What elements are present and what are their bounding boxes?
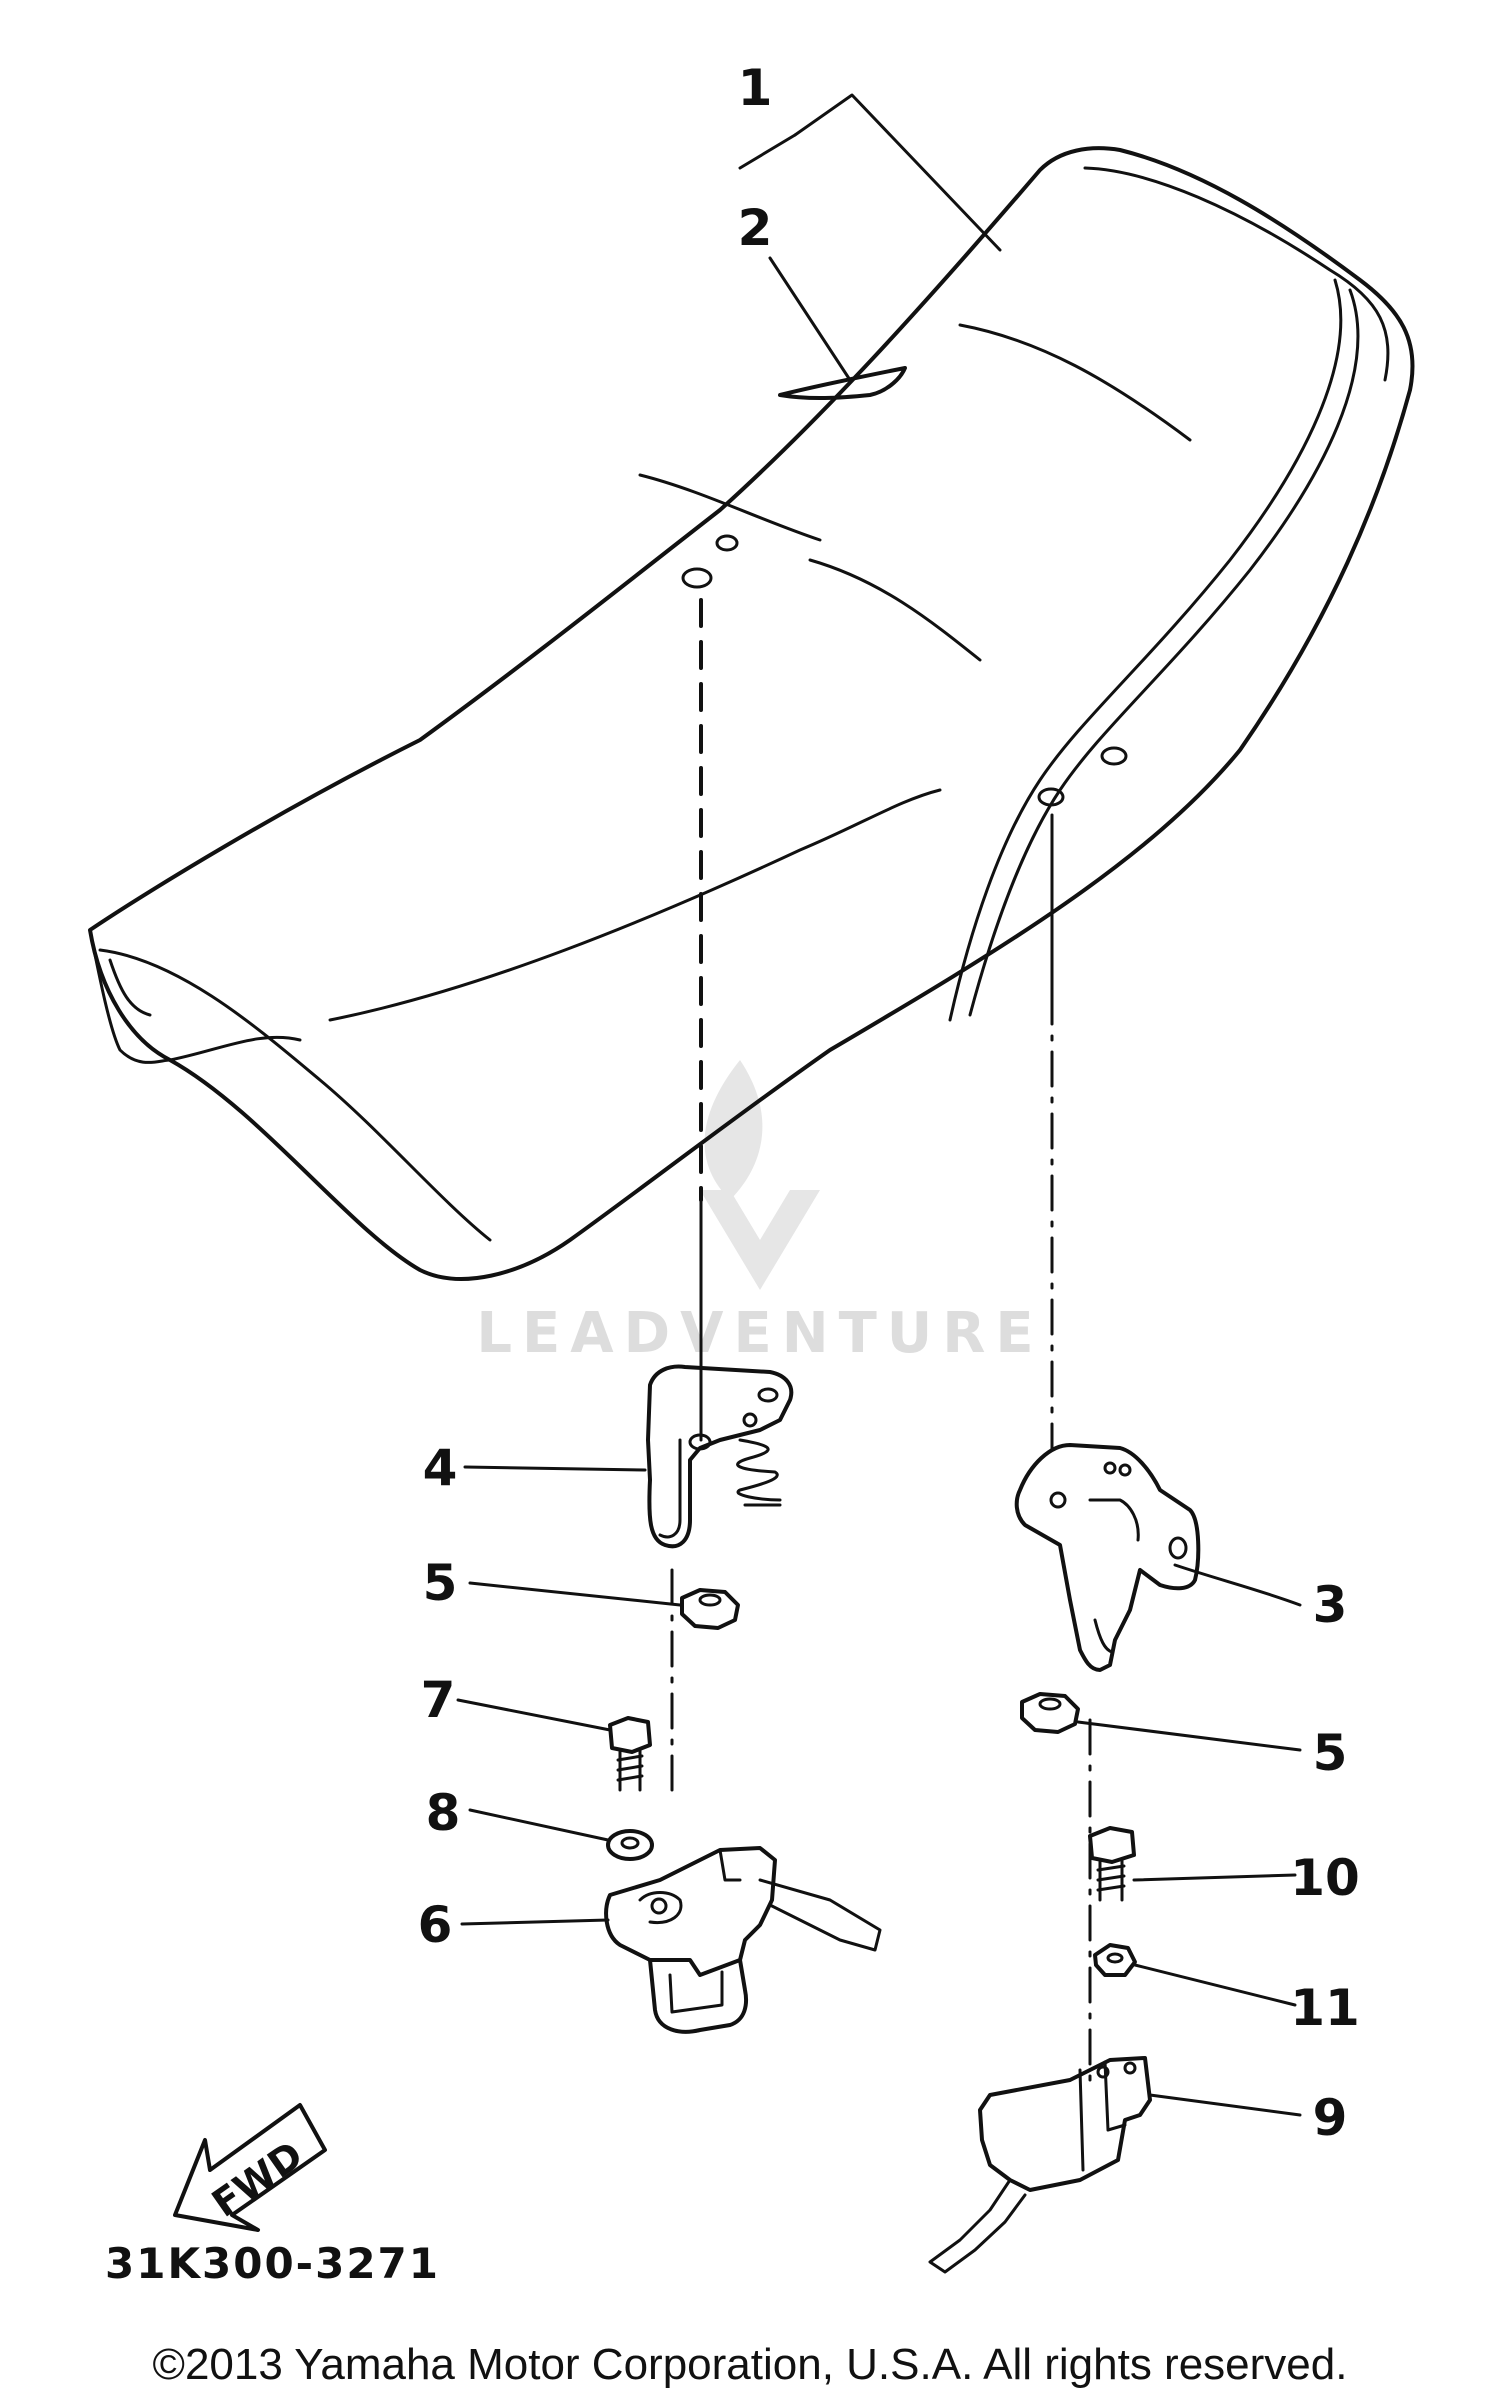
leader-2 bbox=[768, 256, 852, 382]
watermark-text: LEADVENTURE bbox=[476, 1301, 1043, 1366]
bolt-rear bbox=[1088, 1826, 1136, 1902]
seat-assembly bbox=[88, 146, 1415, 1281]
callout-4: 4 bbox=[423, 1439, 458, 1497]
lock-hook bbox=[648, 1958, 749, 2034]
callout-leaders-top bbox=[738, 93, 1002, 382]
fwd-arrow: FWD bbox=[173, 2103, 327, 2232]
nut-front bbox=[680, 1588, 740, 1630]
rear-hinge-bracket bbox=[1014, 1443, 1201, 1672]
seat-front-hook bbox=[108, 958, 152, 1017]
callout-1: 1 bbox=[738, 59, 773, 117]
leader-3 bbox=[1173, 1563, 1302, 1607]
seat-top-edge-inner bbox=[1083, 166, 1390, 382]
leader-4 bbox=[463, 1465, 647, 1472]
copyright-notice: ©2013 Yamaha Motor Corporation, U.S.A. A… bbox=[152, 2340, 1348, 2389]
seat-emblem bbox=[778, 366, 907, 401]
seat-outline bbox=[88, 146, 1415, 1281]
callout-7: 7 bbox=[421, 1671, 456, 1729]
seat-nose-inner bbox=[98, 948, 492, 1242]
callout-leaders bbox=[456, 1465, 1302, 2117]
callout-9: 9 bbox=[1313, 2089, 1348, 2147]
lock-lever bbox=[758, 1878, 882, 1952]
front-hinge-bracket bbox=[646, 1364, 794, 1549]
mount-hole-front-right bbox=[715, 534, 739, 552]
mount-hole-front-left bbox=[681, 567, 713, 589]
callout-3: 3 bbox=[1313, 1576, 1348, 1634]
seat-side-piping bbox=[948, 278, 1343, 1022]
seat-underside bbox=[168, 1035, 302, 1062]
seat-seam-rear bbox=[808, 558, 982, 662]
nut-rear bbox=[1020, 1692, 1080, 1734]
seat-lock-rear bbox=[928, 2056, 1152, 2274]
hinge-spring bbox=[736, 1438, 782, 1507]
rear-lock-lever bbox=[928, 2178, 1027, 2274]
callout-6: 6 bbox=[418, 1896, 453, 1954]
leader-6 bbox=[460, 1918, 610, 1926]
mount-hole-rear-left bbox=[1037, 787, 1065, 807]
leader-11 bbox=[1133, 1963, 1297, 2007]
seat-cross-line bbox=[328, 788, 942, 1022]
fwd-label: FWD bbox=[204, 2133, 311, 2226]
callout-2: 2 bbox=[738, 199, 773, 257]
leader-9 bbox=[1148, 2093, 1302, 2117]
callout-5-rear: 5 bbox=[1313, 1724, 1348, 1782]
washer-front bbox=[606, 1829, 654, 1861]
callout-10: 10 bbox=[1290, 1849, 1360, 1907]
seat-lock-front bbox=[604, 1846, 882, 2034]
callout-5-front: 5 bbox=[423, 1554, 458, 1612]
seat-side-piping-2 bbox=[968, 288, 1360, 1017]
seat-nose-left bbox=[88, 928, 172, 1064]
washer-rear bbox=[1093, 1943, 1137, 1977]
bolt-front bbox=[608, 1716, 652, 1792]
leader-5a bbox=[468, 1581, 682, 1607]
seat-seam-front bbox=[638, 473, 822, 542]
mount-hole-rear-right bbox=[1100, 746, 1128, 766]
leader-7 bbox=[456, 1698, 612, 1732]
diagram-code: 31K300-3271 bbox=[105, 2239, 440, 2288]
assembly-lines bbox=[670, 598, 1092, 2082]
leader-8 bbox=[468, 1808, 610, 1842]
leadventure-watermark: LEADVENTURE bbox=[476, 1060, 1043, 1366]
seat-seam-mid bbox=[958, 323, 1192, 442]
leader-10 bbox=[1132, 1873, 1297, 1882]
leader-1-2-bracket bbox=[738, 133, 797, 170]
callout-11: 11 bbox=[1290, 1979, 1360, 2037]
leader-5b bbox=[1076, 1720, 1302, 1752]
callout-8: 8 bbox=[426, 1784, 461, 1842]
callout-labels: 1 2 4 5 7 8 6 3 5 10 11 9 bbox=[418, 59, 1360, 2147]
leader-1 bbox=[793, 93, 1002, 252]
